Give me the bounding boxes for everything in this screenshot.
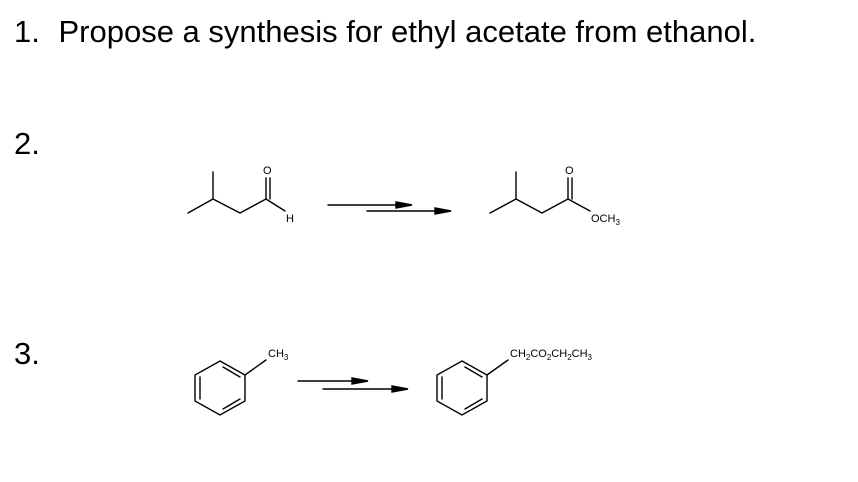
- question-1-text: 1. Propose a synthesis for ethyl acetate…: [14, 14, 756, 50]
- q2-product-structure: [489, 171, 591, 214]
- question-2-number: 2.: [14, 126, 40, 161]
- q2-product-oxygen-label: O: [565, 165, 574, 177]
- q3-reactant-structure: [194, 359, 267, 416]
- q3-product-substituent-label: CH2CO2CH2CH3: [510, 348, 593, 362]
- question-3-number: 3.: [14, 336, 40, 371]
- q2-reaction-arrows: [327, 201, 452, 215]
- q2-product-och3-label: OCH3: [591, 213, 620, 227]
- q3-product-structure: [436, 359, 509, 416]
- q3-reactant-ch3-label: CH3: [268, 348, 289, 362]
- question-1-prompt: Propose a synthesis for ethyl acetate fr…: [58, 14, 757, 49]
- q3-reaction-arrows: [297, 377, 409, 393]
- question-1-number: 1.: [14, 14, 40, 49]
- q2-reactant-structure: [187, 171, 286, 214]
- q2-reactant-h-label: H: [286, 213, 294, 225]
- q2-reactant-oxygen-label: O: [263, 165, 272, 177]
